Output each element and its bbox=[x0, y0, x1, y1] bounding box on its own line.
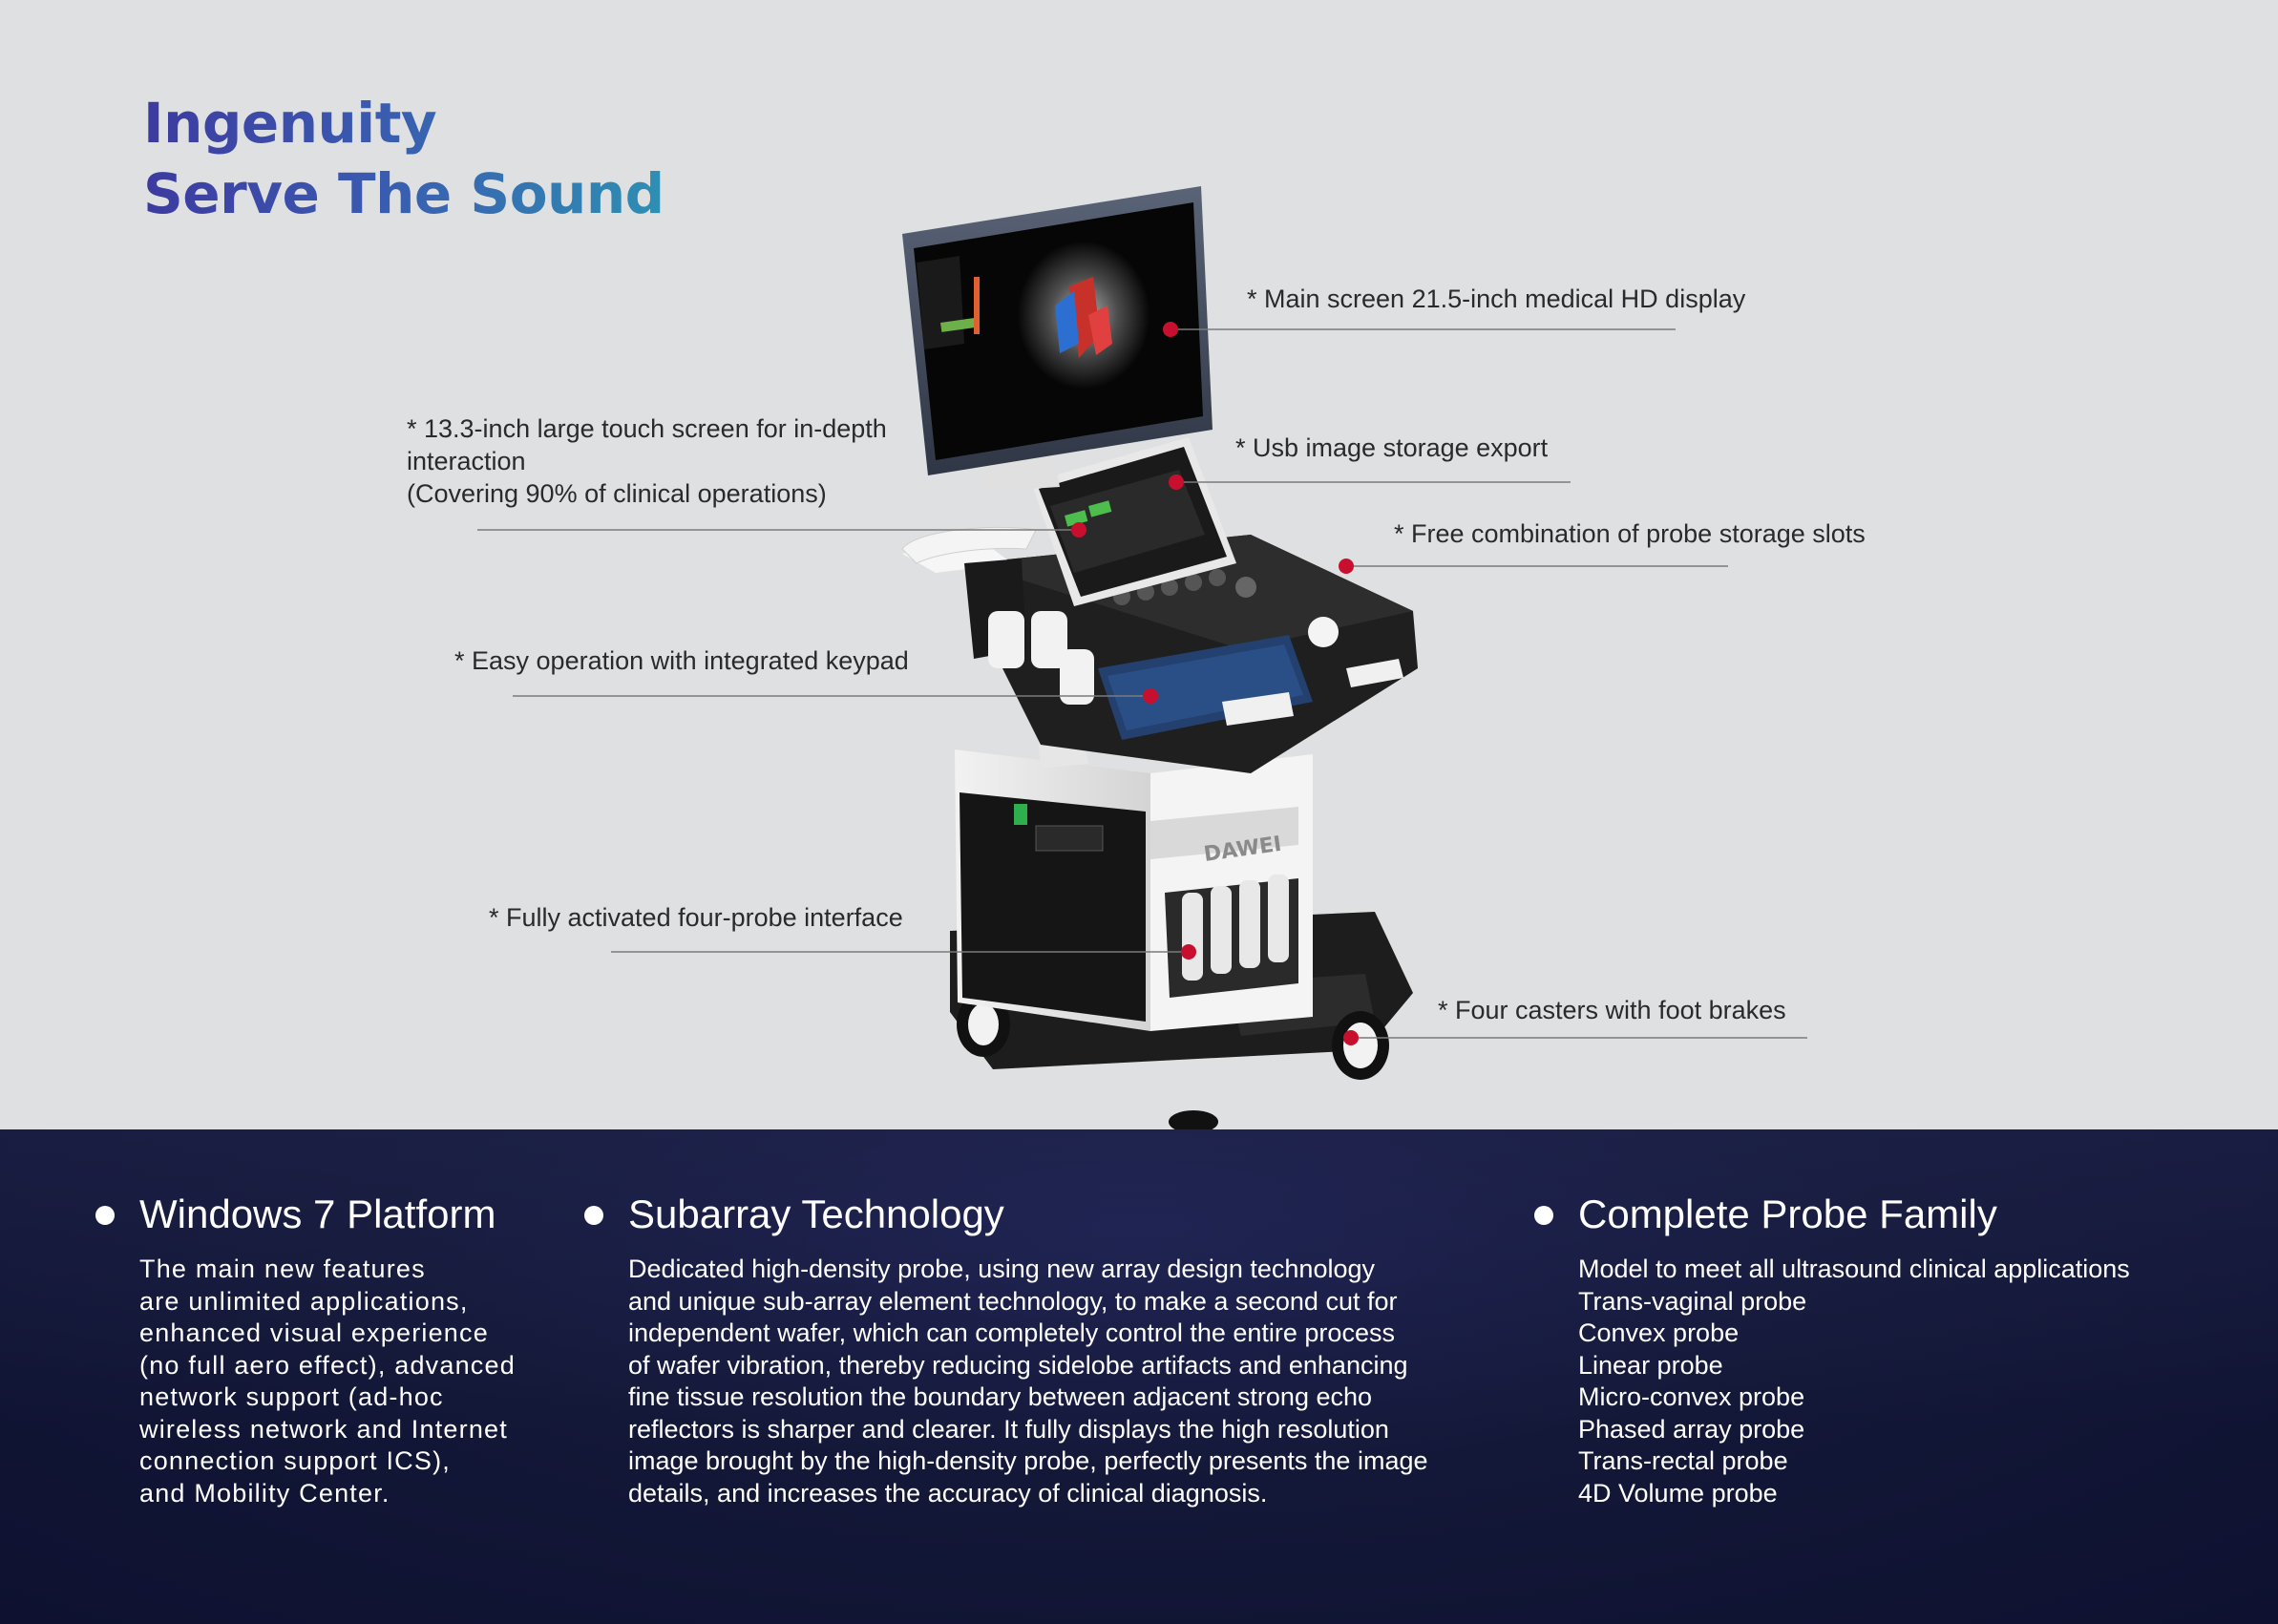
callout-marker bbox=[1163, 322, 1178, 337]
callout-usb: * Usb image storage export bbox=[1235, 433, 1549, 462]
callout-keypad: * Easy operation with integrated keypad bbox=[454, 646, 909, 675]
feature-line: of wafer vibration, thereby reducing sid… bbox=[628, 1350, 1408, 1380]
callout-marker bbox=[1169, 475, 1184, 490]
caster-wheel bbox=[1169, 1110, 1218, 1129]
callout-main-screen: * Main screen 21.5-inch medical HD displ… bbox=[1247, 285, 1746, 313]
caster-wheel bbox=[1332, 1011, 1389, 1080]
main-monitor bbox=[902, 186, 1213, 475]
feature-title: Complete Probe Family bbox=[1578, 1192, 1997, 1236]
feature-line: Trans-vaginal probe bbox=[1578, 1286, 1807, 1316]
bullet-icon bbox=[1534, 1206, 1553, 1225]
callout-marker bbox=[1339, 559, 1354, 574]
control-panel bbox=[902, 535, 1418, 773]
callout-line: * 13.3-inch large touch screen for in-de… bbox=[407, 414, 887, 443]
feature-body: Dedicated high-density probe, using new … bbox=[628, 1254, 1428, 1509]
probe-holders bbox=[964, 559, 1094, 705]
feature-line: image brought by the high-density probe,… bbox=[628, 1446, 1428, 1475]
feature-title: Subarray Technology bbox=[628, 1192, 1004, 1236]
callout-line: interaction bbox=[407, 447, 526, 475]
feature-line: Trans-rectal probe bbox=[1578, 1446, 1788, 1475]
feature-line: connection support ICS), bbox=[139, 1446, 451, 1475]
feature-probe-family: Complete Probe Family Model to meet all … bbox=[1534, 1187, 2130, 1509]
callout-marker bbox=[1143, 688, 1158, 704]
callout-four-probe: * Fully activated four-probe interface bbox=[489, 903, 903, 932]
feature-line: fine tissue resolution the boundary betw… bbox=[628, 1382, 1373, 1411]
features-section: Windows 7 Platform The main new features… bbox=[0, 1129, 2278, 1624]
feature-line: 4D Volume probe bbox=[1578, 1478, 1778, 1508]
callout-marker bbox=[1071, 522, 1086, 538]
callout-marker bbox=[1343, 1030, 1359, 1045]
feature-title: Windows 7 Platform bbox=[139, 1192, 496, 1236]
feature-line: Phased array probe bbox=[1578, 1414, 1805, 1444]
feature-line: and Mobility Center. bbox=[139, 1478, 390, 1508]
feature-line: details, and increases the accuracy of c… bbox=[628, 1478, 1268, 1508]
feature-line: Model to meet all ultrasound clinical ap… bbox=[1578, 1255, 2130, 1283]
feature-line: network support (ad-hoc bbox=[139, 1382, 444, 1411]
feature-line: independent wafer, which can completely … bbox=[628, 1318, 1395, 1347]
feature-line: wireless network and Internet bbox=[139, 1414, 508, 1444]
feature-line: (no full aero effect), advanced bbox=[139, 1350, 516, 1380]
feature-line: enhanced visual experience bbox=[139, 1318, 489, 1347]
feature-line: are unlimited applications, bbox=[139, 1286, 469, 1316]
callout-touch-screen: * 13.3-inch large touch screen for in-de… bbox=[407, 412, 887, 510]
callout-line: (Covering 90% of clinical operations) bbox=[407, 479, 827, 508]
machine-cabinet: DAWEI bbox=[955, 749, 1313, 1031]
ultrasound-machine-illustration: DAWEI bbox=[477, 186, 1807, 1129]
bullet-icon bbox=[95, 1206, 115, 1225]
feature-subarray: Subarray Technology Dedicated high-densi… bbox=[584, 1187, 1428, 1509]
touch-screen bbox=[1031, 437, 1236, 606]
callout-marker bbox=[1181, 944, 1196, 960]
feature-line: Dedicated high-density probe, using new … bbox=[628, 1255, 1375, 1283]
feature-line: Linear probe bbox=[1578, 1350, 1723, 1380]
product-section: Ingenuity Serve The Sound bbox=[407, 186, 1866, 1129]
feature-line: and unique sub-array element technology,… bbox=[628, 1286, 1398, 1316]
feature-line: Micro-convex probe bbox=[1578, 1382, 1805, 1411]
callout-casters: * Four casters with foot brakes bbox=[1438, 996, 1786, 1024]
feature-body: The main new features are unlimited appl… bbox=[139, 1254, 516, 1509]
feature-line: Convex probe bbox=[1578, 1318, 1740, 1347]
callout-probe-slots: * Free combination of probe storage slot… bbox=[1394, 519, 1866, 548]
bullet-icon bbox=[584, 1206, 603, 1225]
feature-windows7: Windows 7 Platform The main new features… bbox=[95, 1187, 516, 1509]
feature-line: The main new features bbox=[139, 1255, 426, 1283]
feature-line: reflectors is sharper and clearer. It fu… bbox=[628, 1414, 1389, 1444]
feature-body: Model to meet all ultrasound clinical ap… bbox=[1578, 1254, 2130, 1509]
